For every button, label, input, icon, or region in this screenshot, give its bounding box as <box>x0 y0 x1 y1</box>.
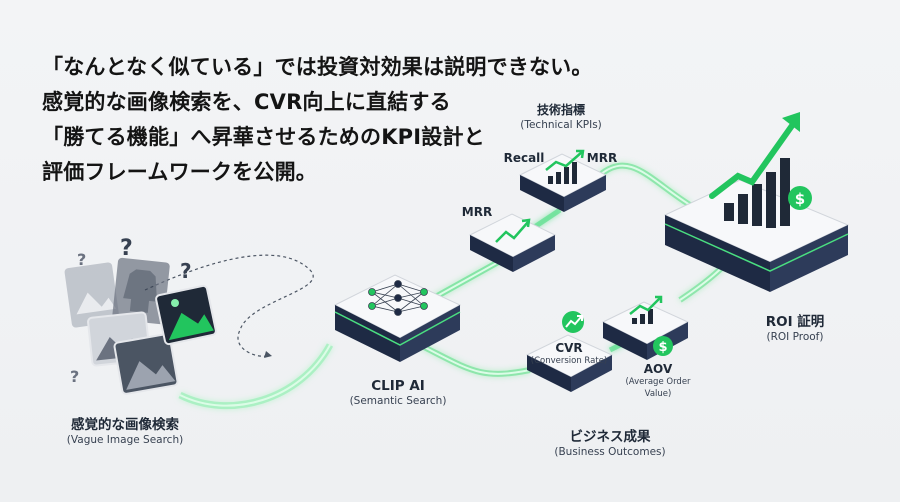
jacket-image-card-icon <box>112 257 170 325</box>
dollar-badge-icon: $ <box>653 336 673 356</box>
trend-up-badge-icon <box>562 311 584 333</box>
question-mark-icon: ? <box>70 367 79 386</box>
roi-label: ROI 証明 <box>765 314 825 330</box>
cvr-block <box>525 334 614 392</box>
aov-block <box>601 295 690 360</box>
blurred-image-card-icon <box>64 262 120 328</box>
business-label-group: ビジネス成果 (Business Outcomes) <box>554 425 665 458</box>
clip-ai-block <box>333 274 462 362</box>
trend-up-icon <box>495 218 531 243</box>
aov-sublabel-line-2: Value) <box>644 389 672 399</box>
svg-text:$: $ <box>658 340 667 355</box>
mrr-top-metric-label: MRR <box>586 151 618 165</box>
arrow-head-icon <box>264 351 272 358</box>
svg-text:$: $ <box>795 190 805 208</box>
technical-label-group: 技術指標 (Technical KPIs) <box>520 101 602 131</box>
roi-growth-chart-icon <box>709 112 800 228</box>
cvr-label: CVR <box>555 341 583 355</box>
dashed-search-path <box>144 254 314 357</box>
dollar-coin-icon: $ <box>788 186 812 210</box>
recall-metric-label: Recall <box>503 151 545 165</box>
business-label: ビジネス成果 <box>569 429 651 445</box>
headline: 「なんとなく似ている」では投資対効果は説明できない。 感覚的な画像検索を、CVR… <box>42 50 602 190</box>
headline-line-1: 「なんとなく似ている」では投資対効果は説明できない。 <box>42 55 593 79</box>
roi-label-group: ROI 証明 (ROI Proof) <box>766 310 825 343</box>
question-mark-icon: ? <box>120 236 133 261</box>
roi-block: $ <box>663 112 850 292</box>
clip-sublabel: (Semantic Search) <box>349 395 447 407</box>
clip-label: CLIP AI <box>371 378 425 394</box>
vague-images-cluster: ? ? ? ? <box>64 236 217 395</box>
cvr-label-group: CVR (Conversion Rate) <box>531 341 607 367</box>
headline-line-4: 評価フレームワークを公開。 <box>42 160 317 184</box>
technical-sublabel: (Technical KPIs) <box>520 119 602 131</box>
mrr-block <box>468 213 557 272</box>
roi-sublabel: (ROI Proof) <box>766 331 824 343</box>
input-label-group: 感覚的な画像検索 (Vague Image Search) <box>67 413 183 446</box>
bar-growth-icon <box>629 295 663 324</box>
aov-label: AOV <box>643 362 673 376</box>
clip-label-group: CLIP AI (Semantic Search) <box>350 378 447 407</box>
question-mark-icon: ? <box>180 259 192 283</box>
cvr-sublabel: (Conversion Rate) <box>530 356 608 366</box>
green-image-card-icon <box>155 284 217 346</box>
recall-mrr-block <box>518 149 608 212</box>
business-sublabel: (Business Outcomes) <box>554 446 666 458</box>
mountain-image-card-icon <box>113 333 179 395</box>
technical-label: 技術指標 <box>536 103 585 117</box>
question-mark-icon: ? <box>77 250 86 269</box>
mrr-left-metric-label: MRR <box>461 205 493 219</box>
neural-network-icon <box>368 280 428 316</box>
headline-line-2: 感覚的な画像検索を、CVR向上に直結する <box>42 90 451 114</box>
input-sublabel: (Vague Image Search) <box>66 434 184 446</box>
aov-sublabel-line-1: (Average Order <box>625 377 691 387</box>
aov-label-group: AOV (Average Order Value) <box>625 362 690 400</box>
input-label: 感覚的な画像検索 <box>70 417 179 433</box>
bar-growth-icon <box>545 149 585 184</box>
headline-line-3: 「勝てる機能」へ昇華させるためのKPI設計と <box>42 125 485 149</box>
